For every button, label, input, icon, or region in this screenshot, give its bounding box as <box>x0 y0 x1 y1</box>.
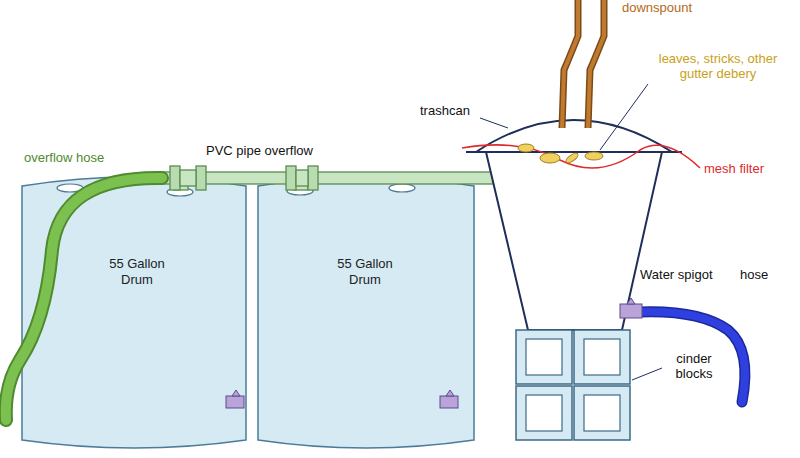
callout-label: trashcan <box>420 104 480 119</box>
debris <box>518 144 603 164</box>
downspout <box>562 0 604 128</box>
callout-label: cinder blocks <box>664 352 724 382</box>
leader-line <box>480 84 662 380</box>
callout-label: Water spigot <box>640 268 740 283</box>
callout-label: hose <box>740 268 790 283</box>
drum-label-box: 55 Gallon Drum <box>92 250 182 294</box>
drum-label: 55 Gallon Drum <box>320 256 410 287</box>
drum <box>22 177 474 448</box>
drum-label-box: 55 Gallon Drum <box>320 250 410 294</box>
overflow-hose <box>6 178 162 420</box>
callout-label: overflow hose <box>24 151 134 166</box>
pvc-pipe <box>160 166 502 190</box>
callout-label: leaves, stricks, other gutter debery <box>652 52 784 82</box>
drum-spigot <box>226 390 458 408</box>
trashcan-lid <box>476 120 672 152</box>
overflow-hose <box>6 178 162 420</box>
garden-hose <box>640 312 745 402</box>
garden-hose <box>640 312 745 402</box>
drum-label: 55 Gallon Drum <box>92 256 182 287</box>
mesh-filter <box>462 145 700 168</box>
trashcan-body <box>486 152 662 330</box>
callout-label: downspount <box>622 1 742 16</box>
cinder-block <box>516 330 630 440</box>
water-spigot <box>620 298 642 318</box>
callout-label: PVC pipe overflow <box>206 144 346 159</box>
callout-label: mesh filter <box>704 162 794 177</box>
